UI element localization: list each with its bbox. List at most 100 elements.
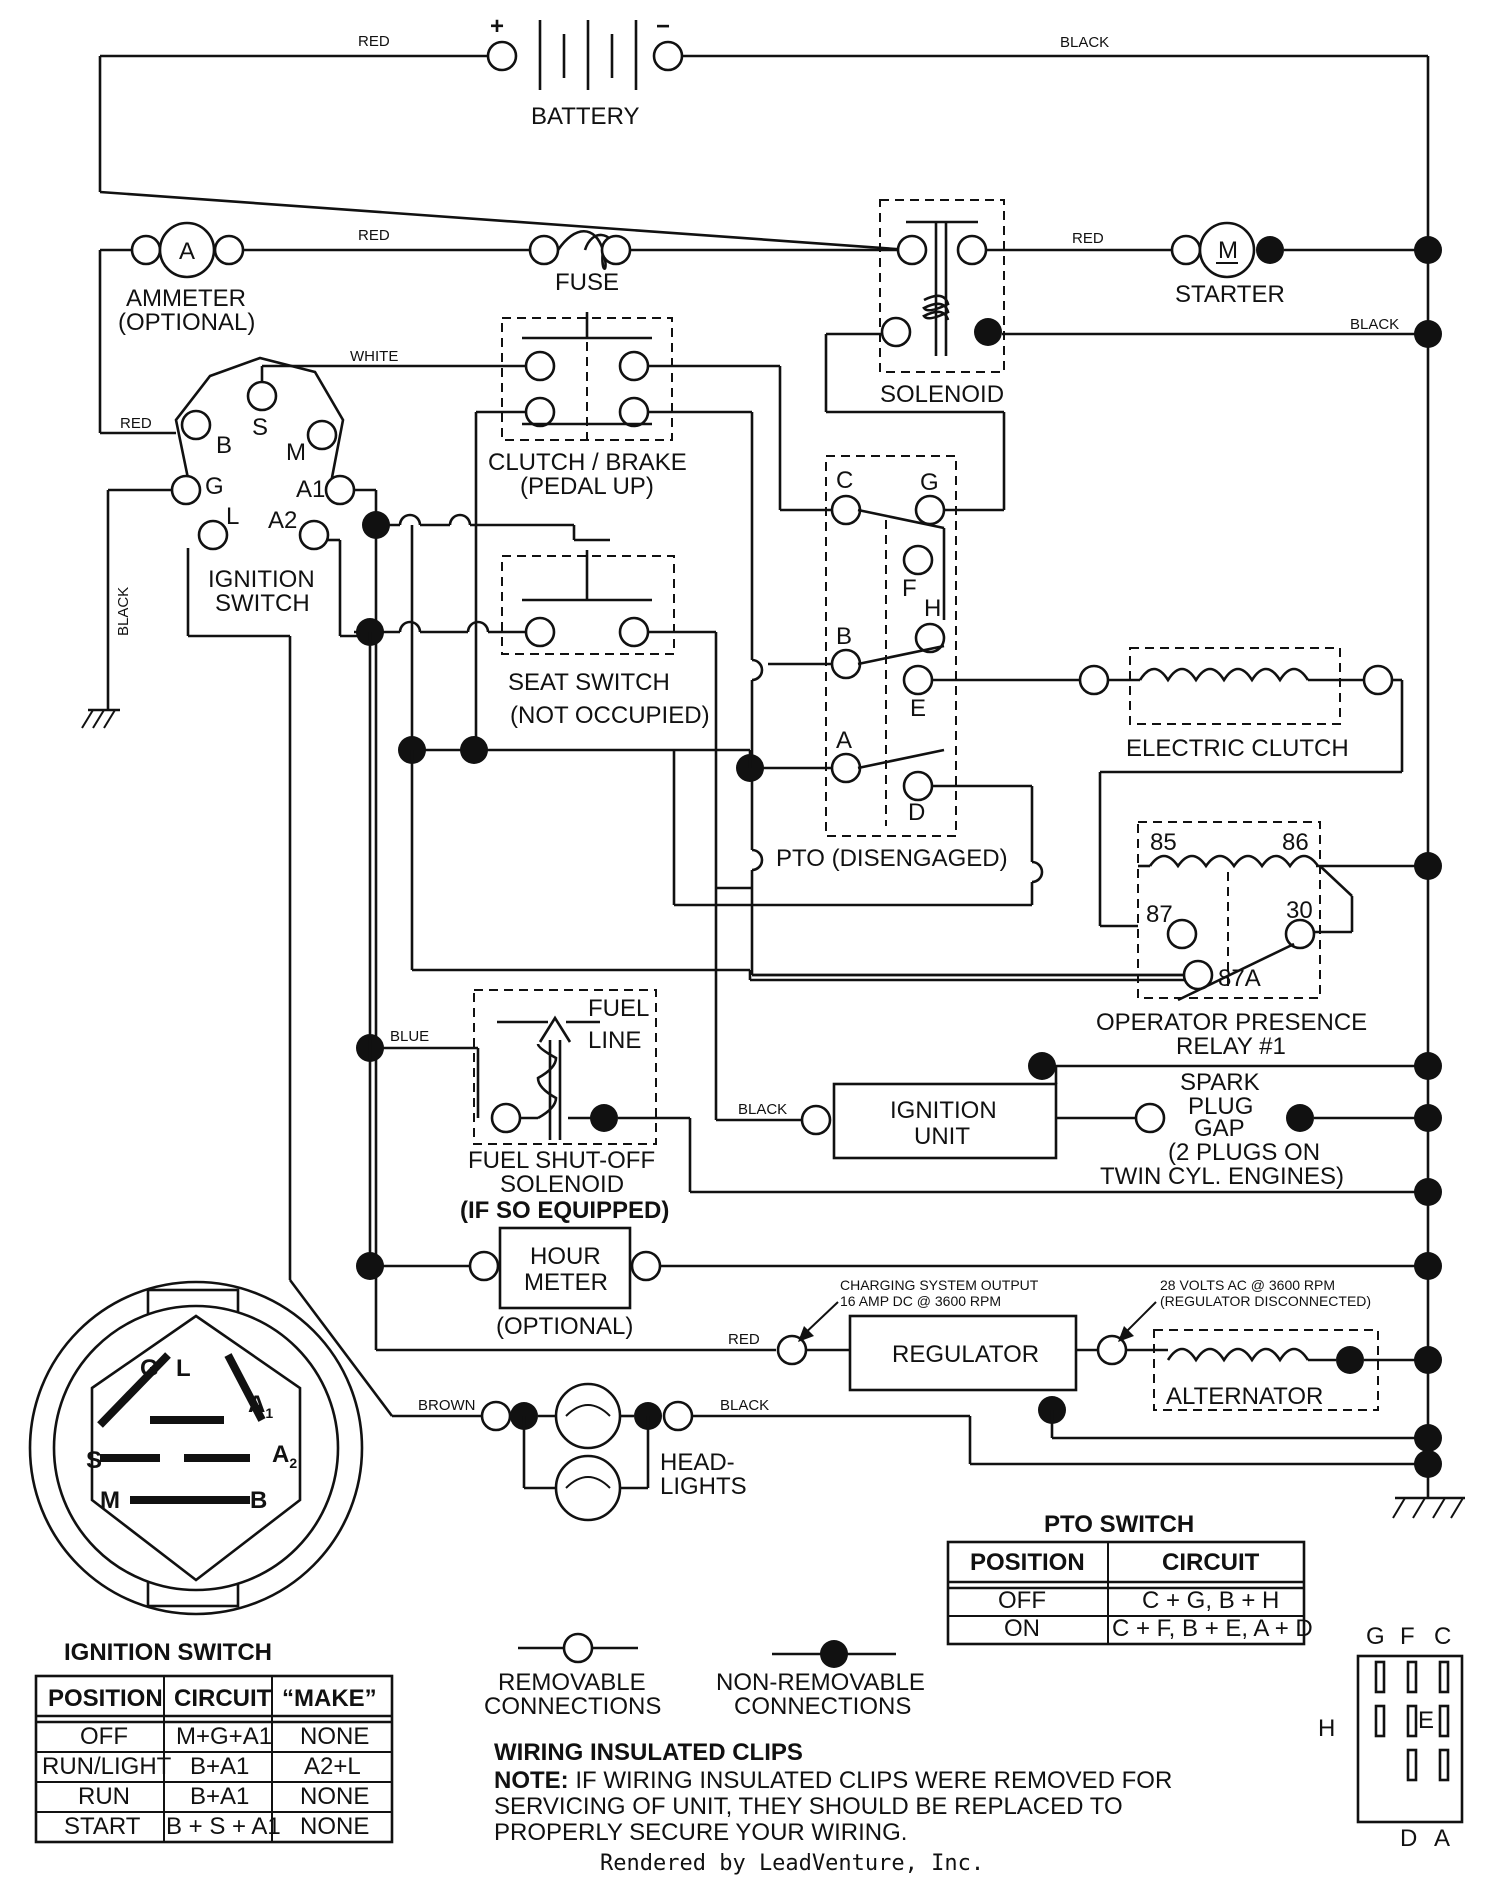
ign-face-m: M: [100, 1487, 120, 1514]
ign-face-l: L: [176, 1355, 191, 1382]
pto-th-1: CIRCUIT: [1162, 1549, 1260, 1576]
seat-switch-label1: SEAT SWITCH: [508, 669, 670, 696]
regulator-note2: 16 AMP DC @ 3600 RPM: [840, 1293, 1001, 1309]
fuel-solenoid-label3: (IF SO EQUIPPED): [460, 1197, 669, 1224]
wire-label-black-4: BLACK: [738, 1101, 787, 1118]
hour-meter: HOUR METER (OPTIONAL): [468, 1226, 662, 1340]
pto-face-e: E: [1418, 1707, 1434, 1734]
note-title: WIRING INSULATED CLIPS: [494, 1739, 803, 1766]
pto-term-e: E: [910, 695, 926, 722]
ignition-unit: IGNITION UNIT: [800, 1082, 1058, 1160]
legend-removable-2: CONNECTIONS: [484, 1693, 661, 1720]
ign-face-a1-sub: 1: [265, 1405, 273, 1421]
ign-th-1: CIRCUIT: [174, 1685, 272, 1712]
headlights: HEAD- LIGHTS: [480, 1382, 747, 1522]
wire-label-red-4: RED: [1072, 230, 1104, 247]
seat-switch: SEAT SWITCH (NOT OCCUPIED): [501, 550, 710, 729]
relay-label1: OPERATOR PRESENCE: [1096, 1009, 1367, 1036]
pto-r0c1: C + G, B + H: [1142, 1587, 1279, 1614]
ignition-switch-table: IGNITION SWITCH POSITION CIRCUIT “MAKE” …: [34, 1639, 394, 1844]
wire-label-red: RED: [358, 33, 390, 50]
pto-r0c0: OFF: [998, 1587, 1046, 1614]
clutch-brake-label2: (PEDAL UP): [520, 473, 654, 500]
ign-face-a2-letter: A: [272, 1441, 289, 1468]
pto-face-a: A: [1434, 1825, 1450, 1852]
pto-r1c1: C + F, B + E, A + D: [1112, 1615, 1313, 1642]
pto-switch-face: G F C H E D A: [1318, 1623, 1464, 1852]
headlights-label1: HEAD-: [660, 1449, 735, 1476]
ign-face-a2: A2: [272, 1441, 297, 1471]
note-line2: SERVICING OF UNIT, THEY SHOULD BE REPLAC…: [494, 1793, 1123, 1820]
fuel-line-2: LINE: [588, 1027, 641, 1054]
wiring-note: WIRING INSULATED CLIPS NOTE: IF WIRING I…: [494, 1739, 1172, 1846]
wire-label-red-3: RED: [358, 227, 390, 244]
ammeter: A AMMETER (OPTIONAL): [100, 221, 255, 336]
pto-term-d: D: [908, 799, 925, 826]
alternator: 28 VOLTS AC @ 3600 RPM (REGULATOR DISCON…: [1096, 1277, 1379, 1411]
ign-r1c1: B+A1: [190, 1753, 249, 1780]
fuel-solenoid-label1: FUEL SHUT-OFF: [468, 1147, 655, 1174]
solenoid-label: SOLENOID: [880, 381, 1004, 408]
spark-plug-l4: (2 PLUGS ON: [1168, 1139, 1320, 1166]
fuse: FUSE: [528, 230, 632, 296]
wire-label-blue: BLUE: [390, 1028, 429, 1045]
pto-term-b: B: [836, 623, 852, 650]
alternator-note1: 28 VOLTS AC @ 3600 RPM: [1160, 1277, 1335, 1293]
legend: REMOVABLE CONNECTIONS NON-REMOVABLE CONN…: [484, 1632, 925, 1720]
relay-label2: RELAY #1: [1176, 1033, 1286, 1060]
relay-pin-85: 85: [1150, 829, 1177, 856]
ign-r0c2: NONE: [300, 1723, 369, 1750]
note-line1-text: IF WIRING INSULATED CLIPS WERE REMOVED F…: [569, 1767, 1173, 1794]
ign-face-a1-letter: A: [248, 1391, 265, 1418]
hour-meter-label3: (OPTIONAL): [496, 1313, 633, 1340]
ign-term-a1: A1: [296, 476, 325, 503]
spark-plug: SPARK PLUG GAP (2 PLUGS ON TWIN CYL. ENG…: [1100, 1069, 1344, 1190]
legend-nonremovable-1: NON-REMOVABLE: [716, 1669, 925, 1696]
spark-plug-l1: SPARK: [1180, 1069, 1260, 1096]
headlights-label2: LIGHTS: [660, 1473, 747, 1500]
ign-term-s: S: [252, 414, 268, 441]
regulator-label: REGULATOR: [892, 1341, 1039, 1368]
ign-r1c0: RUN/LIGHT: [42, 1753, 172, 1780]
ign-table-title: IGNITION SWITCH: [64, 1639, 272, 1666]
spark-plug-l2: PLUG: [1188, 1093, 1253, 1120]
operator-presence-relay: 85 86 87 30 87A OPERATOR PRESENCE RELAY …: [1096, 821, 1367, 1060]
pto-r1c0: ON: [1004, 1615, 1040, 1642]
ammeter-optional: (OPTIONAL): [118, 309, 255, 336]
battery-label: BATTERY: [531, 103, 639, 130]
ammeter-label: AMMETER: [126, 285, 246, 312]
pto-switch-label: PTO (DISENGAGED): [776, 845, 1008, 872]
ignition-unit-label2: UNIT: [914, 1123, 970, 1150]
ign-r2c2: NONE: [300, 1783, 369, 1810]
electric-clutch: ELECTRIC CLUTCH: [1078, 647, 1394, 762]
pto-term-c: C: [836, 467, 853, 494]
fuse-label: FUSE: [555, 269, 619, 296]
ign-term-a2: A2: [268, 507, 297, 534]
pto-term-g: G: [920, 469, 939, 496]
seat-switch-label2: (NOT OCCUPIED): [510, 702, 710, 729]
note-bold: NOTE:: [494, 1767, 569, 1794]
relay-pin-30: 30: [1286, 897, 1313, 924]
wire-label-brown: BROWN: [418, 1397, 476, 1414]
electric-clutch-label: ELECTRIC CLUTCH: [1126, 735, 1349, 762]
ign-r2c1: B+A1: [190, 1783, 249, 1810]
pto-face-d: D: [1400, 1825, 1417, 1852]
relay-pin-86: 86: [1282, 829, 1309, 856]
ign-face-s: S: [86, 1447, 102, 1474]
ignition-switch-face: G L A1 S A2 M B: [28, 1280, 364, 1616]
starter-label: STARTER: [1175, 281, 1285, 308]
regulator-note1: CHARGING SYSTEM OUTPUT: [840, 1277, 1039, 1293]
ign-term-l: L: [226, 503, 239, 530]
hour-meter-label1: HOUR: [530, 1243, 601, 1270]
battery-plus: +: [490, 13, 504, 40]
wire-label-black: BLACK: [1060, 34, 1109, 51]
starter: M STARTER: [1170, 221, 1285, 308]
alternator-label: ALTERNATOR: [1166, 1383, 1323, 1410]
ign-term-b: B: [216, 432, 232, 459]
battery-minus: −: [656, 13, 670, 40]
ign-term-m: M: [286, 439, 306, 466]
note-line1: NOTE: IF WIRING INSULATED CLIPS WERE REM…: [494, 1767, 1172, 1794]
ign-r0c0: OFF: [80, 1723, 128, 1750]
pto-th-0: POSITION: [970, 1549, 1085, 1576]
starter-symbol: M: [1218, 237, 1238, 264]
